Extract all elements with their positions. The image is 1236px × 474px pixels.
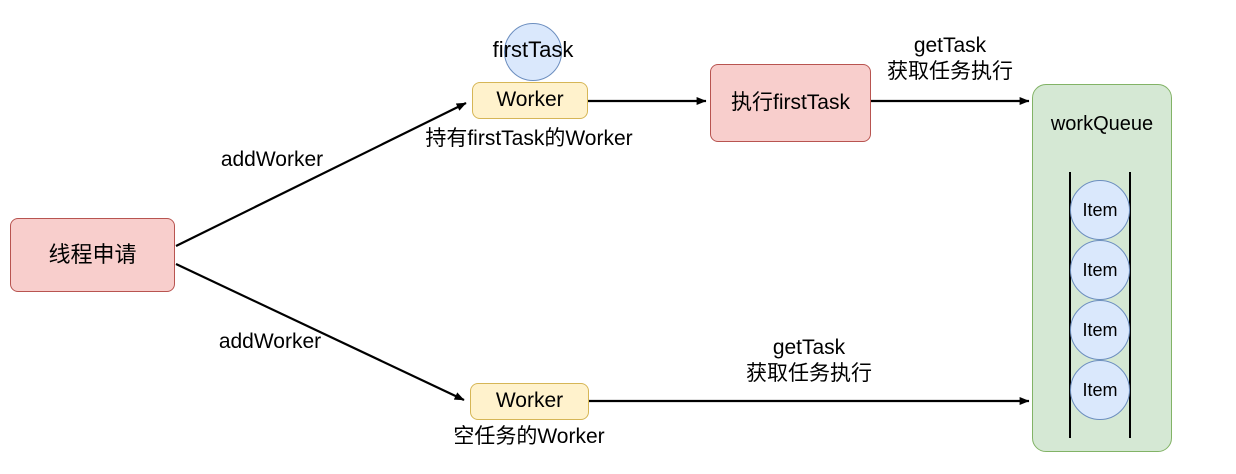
node-thread-request: 线程申请 bbox=[10, 218, 175, 292]
queue-channel-line-left bbox=[1069, 172, 1071, 438]
edge-thread-request-to-worker-bottom bbox=[175, 263, 465, 401]
queue-item-4: Item bbox=[1070, 360, 1130, 420]
node-worker-top: Worker bbox=[472, 82, 588, 119]
queue-channel-line-right bbox=[1129, 172, 1131, 438]
node-worker-bottom: Worker bbox=[470, 383, 589, 420]
node-execute-first-task-label: 执行firstTask bbox=[730, 90, 850, 114]
queue-item-label: Item bbox=[1082, 199, 1118, 220]
queue-item-1: Item bbox=[1070, 180, 1130, 240]
node-worker-top-label: Worker bbox=[496, 88, 564, 112]
node-thread-request-label: 线程申请 bbox=[48, 242, 137, 268]
node-first-task-circle bbox=[504, 23, 562, 81]
queue-item-2: Item bbox=[1070, 240, 1130, 300]
node-worker-bottom-label: Worker bbox=[495, 389, 564, 413]
queue-item-3: Item bbox=[1070, 300, 1130, 360]
queue-item-label: Item bbox=[1082, 259, 1118, 280]
node-execute-first-task: 执行firstTask bbox=[710, 64, 871, 142]
queue-item-label: Item bbox=[1082, 379, 1118, 400]
queue-item-label: Item bbox=[1082, 319, 1118, 340]
edge-thread-request-to-worker-top bbox=[175, 102, 467, 247]
work-queue-label: workQueue bbox=[1050, 113, 1154, 135]
